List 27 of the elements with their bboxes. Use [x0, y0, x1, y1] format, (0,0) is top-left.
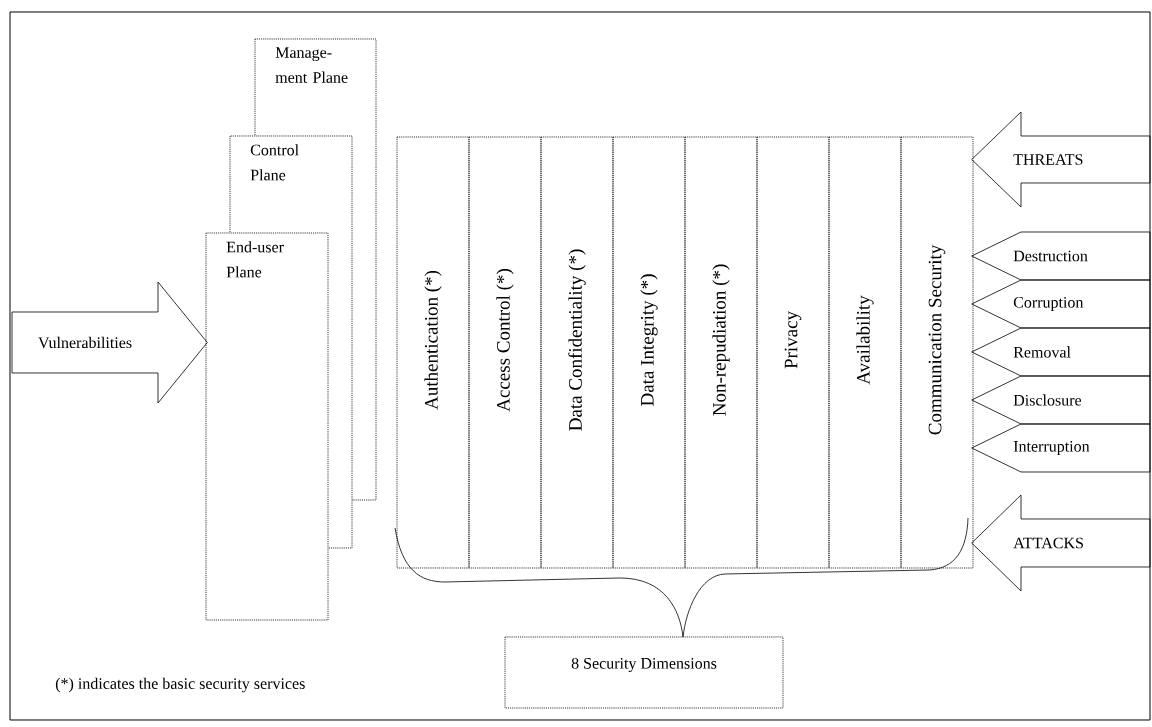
edge-label: Removal: [1013, 346, 1071, 358]
edge-label: Disclosure: [1013, 394, 1082, 406]
dimension-column: Authentication (*): [396, 136, 470, 569]
chevron-arrow: [971, 279, 1151, 329]
block-arrow: [971, 111, 1151, 208]
footnote: (*) indicates the basic security services: [55, 677, 305, 693]
chevron-arrow: [971, 423, 1151, 473]
edge-label: ATTACKS: [1013, 537, 1083, 549]
edge-label: Destruction: [1013, 250, 1088, 262]
dimension-column: Data Confidentiality (*): [540, 136, 614, 569]
dimension-column: Privacy: [756, 136, 830, 569]
chevron-arrow: [971, 375, 1151, 425]
edge-label: Corruption: [1013, 297, 1084, 311]
plane-box: End-user Plane: [205, 232, 329, 621]
dimension-column: Availability: [828, 136, 902, 569]
edge-label: Interruption: [1013, 441, 1090, 455]
dimension-column: Communication Security: [900, 136, 974, 569]
block-arrow: [11, 281, 208, 404]
summary-box: 8 Security Dimensions: [504, 636, 784, 709]
dimension-column: Access Control (*): [468, 136, 542, 569]
edge-label: Vulnerabilities: [38, 336, 132, 349]
chevron-arrow: [971, 327, 1151, 377]
edge-label: THREATS: [1013, 154, 1083, 165]
dimension-column: Non-repudiation (*): [684, 136, 758, 569]
chevron-arrow: [971, 231, 1151, 281]
dimension-column: Data Integrity (*): [612, 136, 686, 569]
block-arrow: [971, 494, 1151, 592]
